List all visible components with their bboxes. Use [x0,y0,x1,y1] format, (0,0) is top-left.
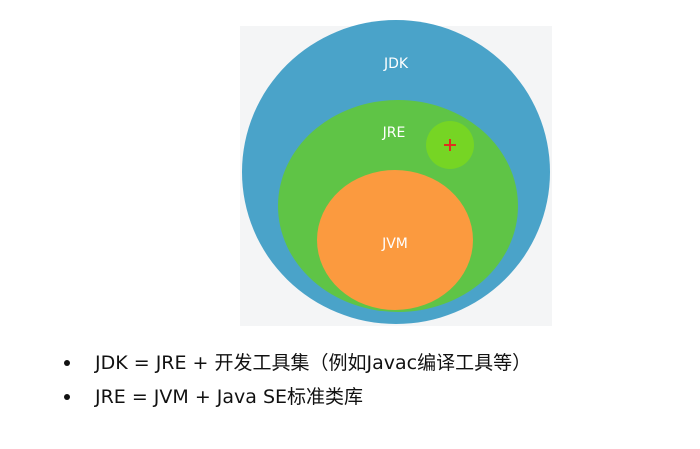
plus-cursor-icon [426,121,474,169]
jdk-jre-jvm-diagram: JDK JRE JVM [240,20,552,326]
bullet-text-jre: JRE = JVM + Java SE标准类库 [95,386,364,408]
bullet-item-jre: JRE = JVM + Java SE标准类库 [58,380,698,414]
bullet-list: JDK = JRE + 开发工具集（例如Javac编译工具等） JRE = JV… [58,346,698,414]
bullet-dot [64,360,70,366]
jvm-circle [317,170,473,310]
jdk-label: JDK [383,56,409,72]
bullet-item-jdk: JDK = JRE + 开发工具集（例如Javac编译工具等） [58,346,698,380]
jvm-label: JVM [381,236,408,252]
jre-label: JRE [382,125,406,141]
bullet-dot [64,394,70,400]
bullet-text-jdk: JDK = JRE + 开发工具集（例如Javac编译工具等） [95,352,532,374]
